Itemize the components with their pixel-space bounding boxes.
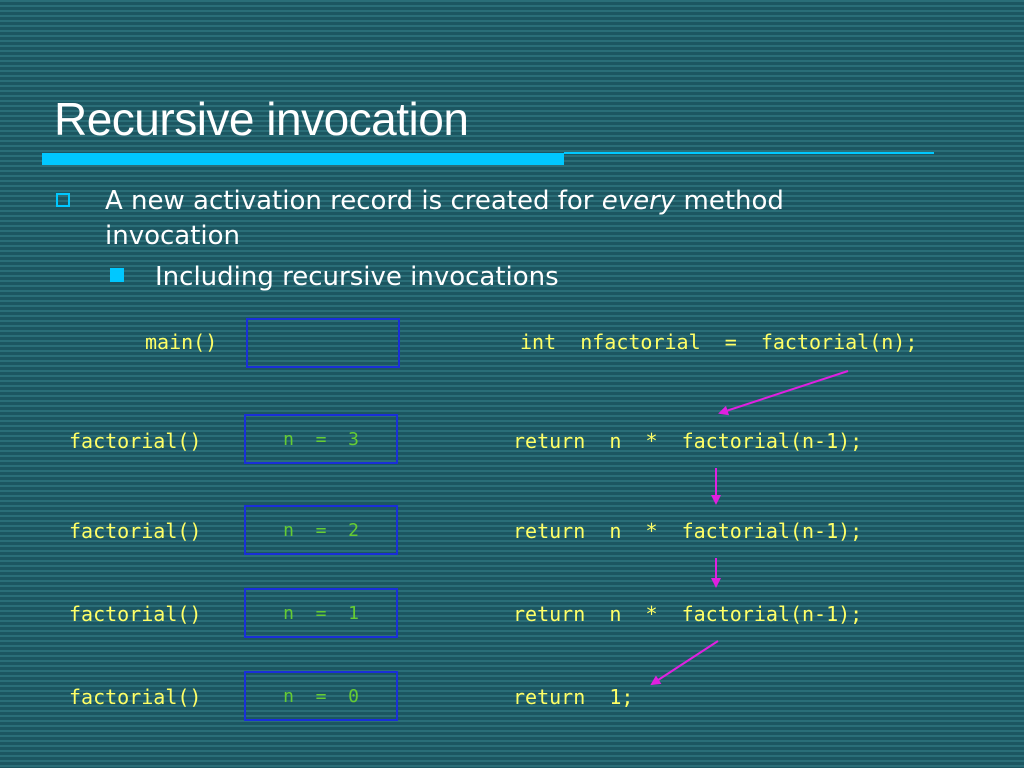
code-line-n2: return n * factorial(n-1); bbox=[513, 519, 863, 543]
bullet-level2: Including recursive invocations bbox=[155, 262, 559, 292]
activation-record-n3: n = 3 bbox=[244, 414, 398, 464]
activation-record-n1: n = 1 bbox=[244, 588, 398, 638]
title-underline-thin bbox=[564, 152, 934, 154]
hollow-square-bullet-icon bbox=[56, 193, 70, 207]
frame-value: n = 3 bbox=[283, 428, 359, 450]
bullet1-text-before: A new activation record is created for bbox=[105, 186, 602, 216]
frame-label-factorial-0: factorial() bbox=[69, 685, 202, 709]
slide-title: Recursive invocation bbox=[54, 93, 469, 145]
call-arrow-n1-to-n0 bbox=[650, 640, 719, 686]
code-line-n1: return n * factorial(n-1); bbox=[513, 602, 863, 626]
frame-label-factorial-2: factorial() bbox=[69, 519, 202, 543]
frame-label-factorial-3: factorial() bbox=[69, 429, 202, 453]
frame-value: n = 1 bbox=[283, 602, 359, 624]
frame-label-factorial-1: factorial() bbox=[69, 602, 202, 626]
filled-square-bullet-icon bbox=[110, 268, 124, 282]
activation-record-main bbox=[246, 318, 400, 368]
call-arrow-main-to-n3 bbox=[718, 370, 849, 416]
code-line-n0: return 1; bbox=[513, 685, 634, 709]
frame-value: n = 0 bbox=[283, 685, 359, 707]
activation-record-n2: n = 2 bbox=[244, 505, 398, 555]
activation-record-n0: n = 0 bbox=[244, 671, 398, 721]
code-line-n3: return n * factorial(n-1); bbox=[513, 429, 863, 453]
bullet1-text-after: method invocation bbox=[105, 186, 784, 251]
frame-label-main: main() bbox=[145, 330, 218, 354]
bullet-level1: A new activation record is created for e… bbox=[105, 184, 925, 254]
code-line-main: int nfactorial = factorial(n); bbox=[520, 330, 918, 354]
title-underline-thick bbox=[42, 153, 564, 165]
bullet1-emphasis: every bbox=[601, 186, 676, 216]
frame-value: n = 2 bbox=[283, 519, 359, 541]
